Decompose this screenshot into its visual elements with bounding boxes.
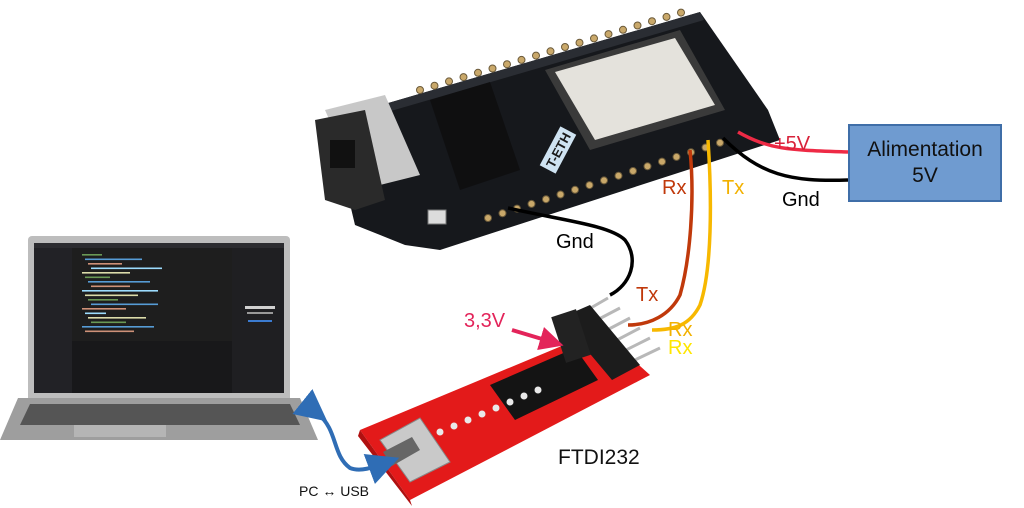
header-pin (590, 34, 598, 43)
ftdi-pad (492, 404, 500, 412)
header-pin (542, 195, 550, 204)
code-line (91, 303, 158, 306)
label-ftdi-tx: Tx (636, 284, 659, 306)
pulse-transformer (430, 82, 520, 190)
header-pin (488, 64, 497, 73)
header-pin (633, 21, 642, 30)
header-pin (546, 47, 555, 56)
code-line (88, 263, 122, 265)
jumper-arrow (511, 327, 564, 351)
ftdi-pad (506, 398, 514, 406)
ftdi-pads (436, 386, 542, 436)
power-supply-line1: Alimentation (867, 137, 983, 161)
ftdi-pad (520, 392, 528, 400)
label-gnd-power: Gnd (782, 189, 820, 211)
label-board-rx: Rx (662, 177, 687, 199)
header-pin (604, 30, 613, 39)
wire-plus5v (737, 130, 849, 154)
header-pin (662, 12, 671, 21)
ethernet-jack (315, 95, 420, 210)
t-eth-board: T-ETH (315, 8, 780, 250)
label-pc-usb: PC ↔ USB (299, 483, 370, 499)
header-pin (430, 81, 439, 90)
header-pin (527, 199, 536, 208)
header-pin (484, 214, 492, 222)
wire-rx-tx (627, 149, 694, 327)
label-gnd-ftdi: Gnd (556, 231, 594, 253)
voltage-jumper (551, 309, 591, 363)
code-line (82, 326, 154, 328)
code-lines (82, 254, 162, 333)
header-pin (716, 138, 724, 147)
code-line (82, 272, 130, 274)
header-pin (416, 86, 424, 94)
ftdi-chip (490, 348, 598, 420)
code-line (85, 312, 106, 315)
code-line (82, 308, 126, 310)
wire-tx-rx (651, 139, 713, 332)
power-supply-line2: 5V (912, 164, 938, 187)
t-eth-label-bg (539, 126, 577, 174)
header-pin (677, 8, 685, 17)
ftdi-pad (478, 410, 486, 418)
label-plus5v: +5V (774, 133, 811, 155)
header-pin (658, 157, 666, 166)
header-pin (561, 43, 569, 51)
header-pin (498, 209, 507, 218)
header-pin (585, 181, 594, 190)
header-pin (648, 17, 656, 26)
header-pins-top (416, 8, 685, 94)
header-pin (459, 73, 468, 82)
code-line (91, 321, 126, 324)
code-line (85, 276, 110, 279)
power-supply-box: Alimentation 5V (848, 124, 1002, 202)
header-pin (600, 176, 608, 185)
header-pin (575, 38, 584, 47)
label-ftdi-rx-2: Rx (668, 337, 693, 359)
label-3v3: 3,3V (464, 310, 506, 332)
wire-gnd-power (721, 136, 849, 183)
code-line (82, 254, 102, 256)
laptop (0, 236, 318, 440)
ftdi-pad (464, 416, 472, 424)
label-ftdi232: FTDI232 (558, 446, 640, 469)
header-pin (503, 60, 511, 69)
board-edge (330, 12, 704, 127)
code-line (88, 299, 118, 301)
header-pin (614, 171, 623, 180)
code-line (85, 258, 142, 261)
reset-button (427, 209, 447, 225)
ftdi-pad (534, 386, 542, 394)
header-pin (619, 25, 627, 34)
usb-link-arrow (292, 389, 400, 485)
header-pin (629, 167, 637, 175)
esp32-module (545, 30, 725, 150)
wire-gnd-ftdi (507, 206, 634, 297)
code-line (82, 290, 158, 292)
ftdi-pad (436, 428, 444, 436)
label-board-tx: Tx (722, 177, 745, 199)
ftdi-pad (450, 422, 458, 430)
header-pin (643, 162, 652, 171)
header-pin (672, 152, 681, 161)
header-pin (474, 68, 482, 77)
terminal-pane (72, 341, 232, 393)
ftdi232-module (358, 296, 661, 506)
code-line (91, 285, 130, 288)
header-pin (532, 51, 540, 60)
code-line (91, 267, 162, 270)
header-pin (445, 77, 453, 86)
code-line (88, 281, 150, 283)
header-pin (571, 185, 579, 194)
code-line (85, 330, 134, 333)
editor-sidebar (34, 248, 72, 393)
header-pin (556, 190, 565, 199)
label-ftdi-rx-1: Rx (668, 319, 693, 341)
header-pin (517, 55, 526, 64)
code-line (85, 294, 138, 297)
code-line (88, 317, 146, 319)
